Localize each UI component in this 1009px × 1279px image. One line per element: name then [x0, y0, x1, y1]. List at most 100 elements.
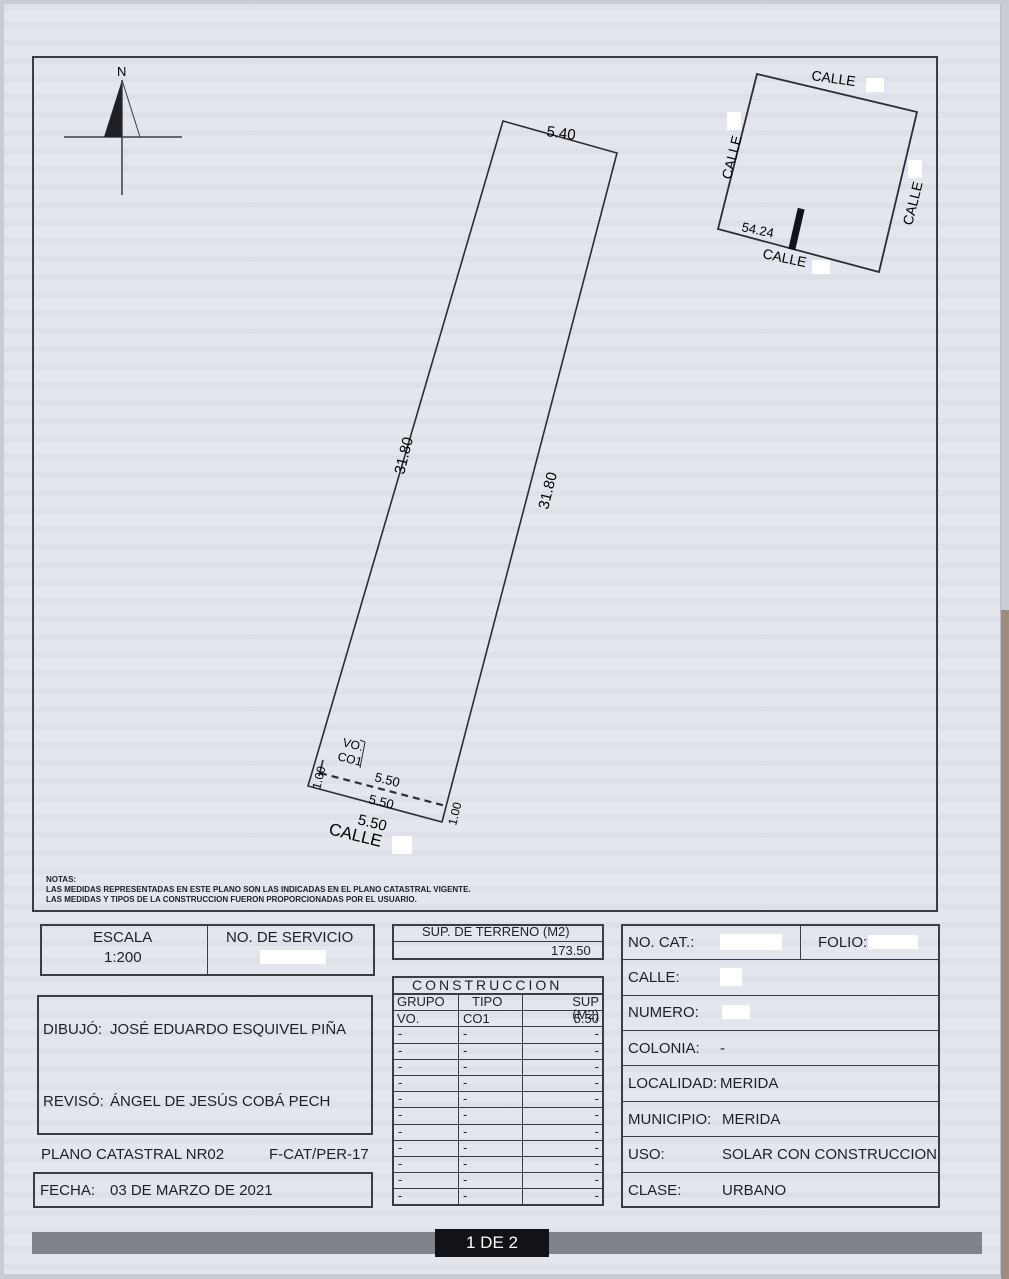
- construction-empty-tipo: -: [463, 1123, 468, 1139]
- construction-row-divider: [393, 1042, 603, 1044]
- construction-row-divider: [393, 1091, 603, 1093]
- uso-value: SOLAR CON CONSTRUCCION: [722, 1146, 938, 1163]
- colonia-label: COLONIA:: [628, 1040, 700, 1057]
- construction-row-divider: [393, 1010, 603, 1012]
- construction-empty-grupo: -: [398, 1042, 403, 1058]
- redacted-service-number: [260, 950, 326, 964]
- scale-value: 1:200: [104, 949, 142, 966]
- construction-empty-sup: -: [594, 1139, 599, 1155]
- construction-row-grupo: VO.: [397, 1011, 420, 1027]
- folio-label: FOLIO:: [818, 934, 868, 951]
- construction-empty-tipo: -: [463, 1139, 468, 1155]
- plot-top-width: 5.40: [545, 123, 576, 144]
- plot-right-length: 31.80: [535, 470, 561, 511]
- plot-front-mid: 5.50: [367, 791, 395, 812]
- plan-name: PLANO CATASTRAL NR02: [41, 1146, 225, 1163]
- redacted-numero: [722, 1005, 750, 1019]
- construction-empty-grupo: -: [398, 1172, 403, 1188]
- construction-empty-tipo: -: [463, 1091, 468, 1107]
- construction-empty-tipo: -: [463, 1172, 468, 1188]
- redacted-street-left: [727, 112, 741, 130]
- construction-empty-sup: -: [594, 1026, 599, 1042]
- service-label: NO. DE SERVICIO: [226, 929, 354, 946]
- location-top-street: CALLE: [811, 67, 857, 89]
- drawn-by-name: JOSÉ EDUARDO ESQUIVEL PIÑA: [110, 1021, 347, 1038]
- drawn-by-label: DIBUJÓ:: [43, 1021, 103, 1038]
- construction-empty-grupo: -: [398, 1123, 403, 1139]
- clase-value: URBANO: [722, 1182, 787, 1199]
- construction-empty-grupo: -: [398, 1107, 403, 1123]
- construction-empty-tipo: -: [463, 1026, 468, 1042]
- construction-empty-tipo: -: [463, 1042, 468, 1058]
- uso-label: USO:: [628, 1146, 665, 1163]
- cat-folio-divider: [800, 925, 801, 959]
- construction-empty-grupo: -: [398, 1058, 403, 1074]
- leader-line: [359, 739, 366, 743]
- construction-row-divider: [393, 1123, 603, 1125]
- land-area-label: SUP. DE TERRENO (M2): [422, 924, 570, 939]
- leader-line-2: [359, 741, 366, 769]
- table-edge: [1001, 610, 1009, 1279]
- construction-empty-grupo: -: [398, 1075, 403, 1090]
- reviewed-by-label: REVISÓ:: [43, 1093, 104, 1110]
- cat-label: NO. CAT.:: [628, 934, 695, 951]
- prop-row-divider-6: [622, 1136, 939, 1137]
- redacted-street-top: [866, 78, 884, 92]
- construction-empty-tipo: -: [463, 1058, 468, 1074]
- notes-line-2: LAS MEDIDAS Y TIPOS DE LA CONSTRUCCION F…: [46, 895, 417, 904]
- construction-row-divider: [393, 1026, 603, 1028]
- construction-empty-grupo: -: [398, 1091, 403, 1107]
- land-area-value: 173.50: [551, 943, 591, 958]
- colonia-value: -: [720, 1040, 725, 1057]
- plot-outline: [307, 120, 618, 823]
- location-right-street: CALLE: [899, 180, 925, 227]
- construction-header-sup: SUP (M2): [572, 994, 599, 1022]
- construction-row-divider: [393, 1172, 603, 1174]
- notes-title: NOTAS:: [46, 875, 77, 884]
- construction-strip-left: [318, 759, 324, 777]
- drawing-frame: [32, 56, 938, 912]
- construction-empty-sup: -: [594, 1075, 599, 1090]
- construction-row-divider: [393, 1156, 603, 1157]
- numero-label: NUMERO:: [628, 1004, 699, 1021]
- prop-row-divider-1: [622, 959, 939, 960]
- clase-label: CLASE:: [628, 1182, 682, 1199]
- page-indicator: 1 DE 2: [435, 1229, 549, 1257]
- redacted-folio: [868, 935, 918, 949]
- location-bottom-street: CALLE: [761, 245, 808, 270]
- municipio-label: MUNICIPIO:: [628, 1111, 712, 1128]
- construction-empty-sup: -: [594, 1107, 599, 1123]
- property-info-box: [621, 924, 940, 1208]
- construction-row-divider: [393, 1188, 603, 1190]
- construction-empty-grupo: -: [398, 1026, 403, 1042]
- redacted-plot-street: [392, 836, 412, 854]
- land-area-divider: [393, 941, 603, 942]
- construction-empty-tipo: -: [463, 1075, 468, 1090]
- plot-construction-group: VO.: [341, 735, 364, 754]
- prop-row-divider-3: [622, 1030, 939, 1031]
- construction-header-grupo: GRUPO: [397, 994, 445, 1009]
- redacted-calle: [720, 968, 742, 986]
- location-left-street: CALLE: [718, 134, 744, 181]
- construction-empty-sup: -: [594, 1123, 599, 1139]
- construction-row-divider: [393, 1204, 603, 1206]
- construction-empty-sup: -: [594, 1042, 599, 1058]
- construction-col-divider: [522, 994, 523, 1206]
- north-label: N: [117, 64, 126, 79]
- construction-empty-tipo: -: [463, 1156, 468, 1171]
- date-label: FECHA:: [40, 1182, 96, 1199]
- redacted-cat-number: [720, 934, 782, 950]
- prop-row-divider-7: [622, 1172, 939, 1173]
- construction-row-divider: [393, 1139, 603, 1141]
- construction-row-tipo: CO1: [463, 1011, 490, 1027]
- redacted-street-bottom: [812, 260, 830, 274]
- localidad-value: MERIDA: [720, 1075, 779, 1092]
- plot-front-outer: 5.50: [356, 811, 388, 835]
- date-value: 03 DE MARZO DE 2021: [110, 1182, 273, 1199]
- location-marker: [788, 207, 805, 251]
- location-distance: 54.24: [740, 219, 775, 240]
- construction-empty-sup: -: [594, 1188, 599, 1204]
- construction-title-divider: [393, 993, 603, 994]
- construction-header-tipo: TIPO: [472, 994, 503, 1009]
- scale-divider: [207, 925, 208, 975]
